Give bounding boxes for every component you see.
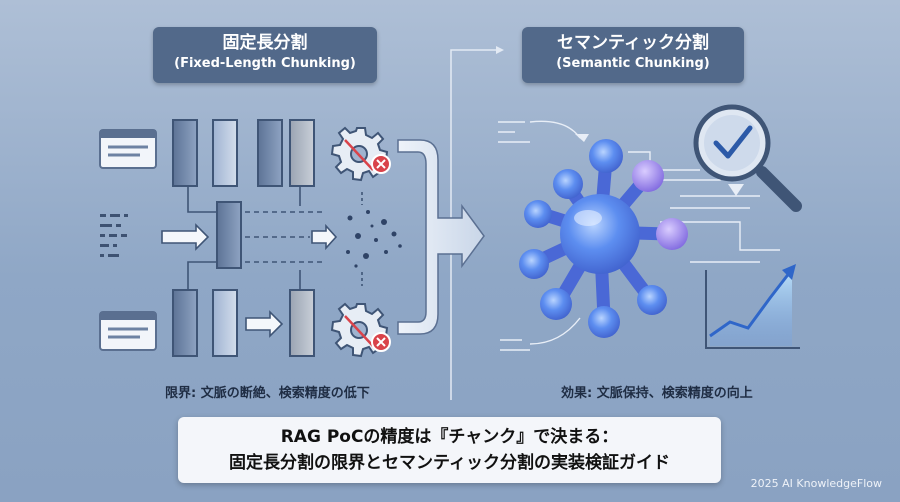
limitation-caption: 限界: 文脈の断絶、検索精度の低下 <box>165 386 370 401</box>
gear-error-icon <box>330 126 391 182</box>
headline-line-2: 固定長分割の限界とセマンティック分割の実装検証ガイド <box>229 453 670 473</box>
semantic-flow-lines <box>498 120 780 351</box>
semantic-title: セマンティック分割 <box>557 33 709 53</box>
fixed-chunk-blocks <box>172 119 315 357</box>
copyright-text: 2025 AI KnowledgeFlow <box>750 477 882 490</box>
fixed-flow-lines <box>187 186 363 290</box>
document-icon <box>99 129 157 169</box>
gear-error-icon <box>330 302 391 358</box>
divider-arrowhead <box>496 46 504 54</box>
fixed-length-title-card: 固定長分割 (Fixed-Length Chunking) <box>153 27 377 83</box>
headline-banner: RAG PoCの精度は『チャンク』で決まる： 固定長分割の限界とセマンティック分… <box>178 417 721 483</box>
fixed-length-title: 固定長分割 <box>222 33 308 53</box>
fragment-dots <box>346 210 402 268</box>
fixed-length-subtitle: (Fixed-Length Chunking) <box>174 56 356 71</box>
magnifier-check-icon <box>693 104 802 212</box>
document-icon <box>99 311 157 351</box>
effect-caption: 効果: 文脈保持、検索精度の向上 <box>561 386 753 401</box>
merge-arrow <box>397 139 485 335</box>
flow-arrowheads <box>575 134 744 196</box>
chunk-arrows <box>161 223 338 338</box>
semantic-blob <box>519 139 688 338</box>
text-fragments <box>100 214 128 257</box>
divider-arrow <box>450 49 498 62</box>
growth-chart-icon <box>705 264 800 349</box>
semantic-subtitle: (Semantic Chunking) <box>556 56 710 71</box>
semantic-title-card: セマンティック分割 (Semantic Chunking) <box>522 27 744 83</box>
headline-line-1: RAG PoCの精度は『チャンク』で決まる： <box>280 427 619 447</box>
